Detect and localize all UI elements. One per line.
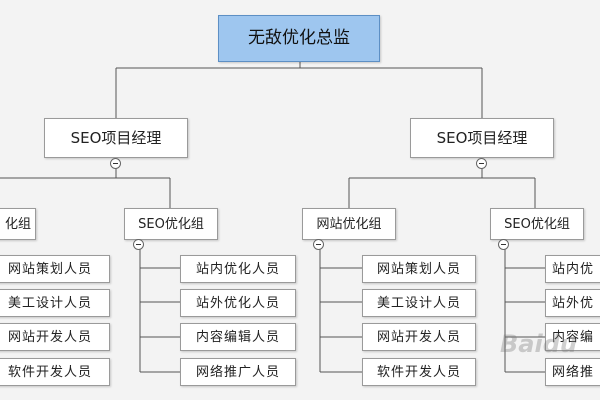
collapse-toggle-manager-left[interactable] <box>110 158 121 169</box>
leaf-node[interactable]: 美工设计人员 <box>0 289 110 317</box>
leaf-node[interactable]: 站外优 <box>545 289 600 317</box>
collapse-toggle-group-4[interactable] <box>498 239 509 250</box>
group-node-2[interactable]: SEO优化组 <box>124 208 218 240</box>
leaf-node[interactable]: 站内优化人员 <box>180 255 296 283</box>
collapse-toggle-manager-right[interactable] <box>476 158 487 169</box>
leaf-node[interactable]: 软件开发人员 <box>0 358 110 386</box>
collapse-toggle-group-2[interactable] <box>133 239 144 250</box>
leaf-node[interactable]: 网络推 <box>545 358 600 386</box>
leaf-node[interactable]: 软件开发人员 <box>362 358 476 386</box>
leaf-node[interactable]: 内容编 <box>545 323 600 351</box>
group-node-4[interactable]: SEO优化组 <box>490 208 584 240</box>
leaf-node[interactable]: 美工设计人员 <box>362 289 476 317</box>
leaf-node[interactable]: 网站策划人员 <box>362 255 476 283</box>
leaf-node[interactable]: 网站开发人员 <box>0 323 110 351</box>
leaf-node[interactable]: 网站策划人员 <box>0 255 110 283</box>
manager-node-right[interactable]: SEO项目经理 <box>410 118 554 158</box>
watermark-logo: Baidu <box>500 330 577 358</box>
collapse-toggle-group-3[interactable] <box>313 239 324 250</box>
group-node-1[interactable]: 化组 <box>0 208 36 240</box>
leaf-node[interactable]: 网络推广人员 <box>180 358 296 386</box>
leaf-node[interactable]: 站内优 <box>545 255 600 283</box>
leaf-node[interactable]: 站外优化人员 <box>180 289 296 317</box>
leaf-node[interactable]: 内容编辑人员 <box>180 323 296 351</box>
root-node[interactable]: 无敌优化总监 <box>218 15 380 62</box>
group-node-3[interactable]: 网站优化组 <box>302 208 396 240</box>
leaf-node[interactable]: 网站开发人员 <box>362 323 476 351</box>
manager-node-left[interactable]: SEO项目经理 <box>44 118 188 158</box>
